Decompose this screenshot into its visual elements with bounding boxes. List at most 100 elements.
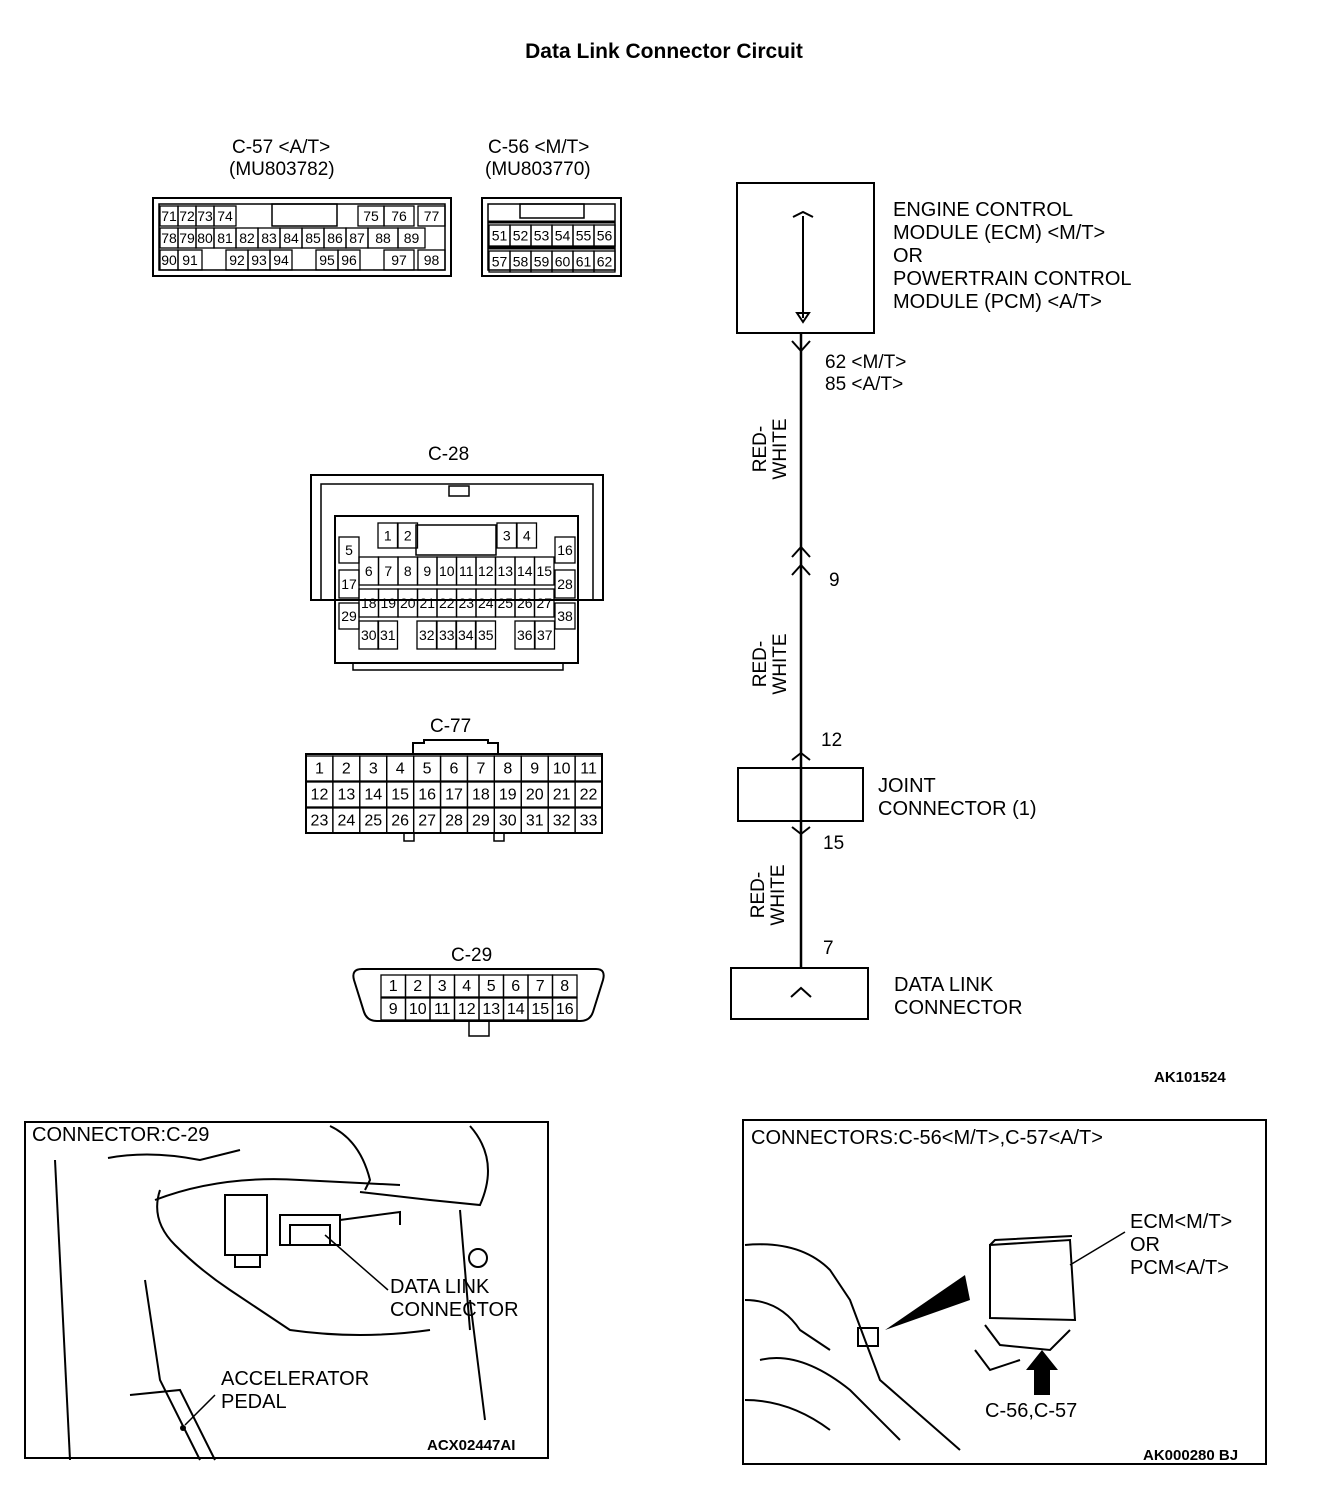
pin-cell — [533, 556, 555, 586]
pin-number: 12 — [478, 563, 494, 579]
pin-number: 22 — [580, 787, 598, 804]
pin-number: 7 — [384, 563, 392, 579]
inset-left-dlc-label: DATA LINK CONNECTOR — [390, 1276, 519, 1321]
c57-part-number: (MU803782) — [229, 159, 335, 180]
pin-number: 19 — [380, 595, 396, 611]
pin-number: 12 — [311, 787, 329, 804]
dlc-box — [730, 967, 869, 1020]
pin-number: 87 — [349, 230, 365, 246]
pin-number: 13 — [497, 563, 513, 579]
pin-number: 73 — [197, 208, 213, 224]
pin-cell — [397, 227, 426, 249]
pin-number: 82 — [239, 230, 255, 246]
pin-number: 23 — [458, 595, 474, 611]
pin-number: 7 — [536, 978, 545, 995]
pin-number: 30 — [361, 627, 377, 643]
joint-connector-box — [737, 767, 864, 822]
pin-number: 54 — [555, 228, 571, 244]
pin-number: 28 — [445, 813, 463, 830]
figure-code-left: ACX02447AI — [427, 1437, 516, 1454]
pin-cell — [593, 250, 616, 273]
pin-number: 80 — [197, 230, 213, 246]
pin-number: 34 — [458, 627, 474, 643]
pin-number: 83 — [261, 230, 277, 246]
pin-number: 32 — [419, 627, 435, 643]
pin-number: 78 — [161, 230, 177, 246]
pin-number: 88 — [375, 230, 391, 246]
c77-title: C-77 — [430, 716, 472, 737]
pin-number: 8 — [503, 761, 512, 778]
pin-15-label: 15 — [823, 833, 845, 854]
pin-number: 96 — [341, 252, 357, 268]
pin-cell — [593, 224, 616, 247]
pin-number: 23 — [311, 813, 329, 830]
pin-number: 16 — [557, 542, 573, 558]
pin-number: 4 — [462, 978, 471, 995]
pin-cell — [417, 249, 446, 271]
inset-left-caption: CONNECTOR:C-29 — [32, 1124, 210, 1146]
pin-number: 16 — [418, 787, 436, 804]
pin-number: 75 — [363, 208, 379, 224]
pin-cell — [338, 602, 360, 630]
ecm-label: ENGINE CONTROL MODULE (ECM) <M/T> OR POW… — [893, 199, 1132, 313]
pin-number: 95 — [319, 252, 335, 268]
pin-number: 31 — [526, 813, 544, 830]
pin-number: 91 — [182, 252, 198, 268]
pin-number: 9 — [530, 761, 539, 778]
pin-number: 33 — [580, 813, 598, 830]
pin-7-label: 7 — [823, 938, 834, 959]
pin-number: 76 — [391, 208, 407, 224]
pin-number: 26 — [517, 595, 533, 611]
pin-number: 22 — [439, 595, 455, 611]
pin-cell — [397, 522, 419, 549]
pin-number: 21 — [553, 787, 571, 804]
pin-number: 21 — [419, 595, 435, 611]
pin-number: 3 — [503, 528, 511, 544]
pin-number: 5 — [345, 542, 353, 558]
pin-number: 9 — [423, 563, 431, 579]
pin-cell — [338, 536, 360, 564]
pin-number: 28 — [557, 576, 573, 592]
pin-number: 16 — [556, 1001, 574, 1018]
pin-number: 51 — [492, 228, 508, 244]
pin-cell — [213, 205, 237, 227]
pin-number: 11 — [434, 1001, 451, 1018]
pin-cell — [574, 755, 603, 782]
pin-cell — [551, 974, 578, 998]
pin-number: 15 — [536, 563, 552, 579]
pin-number: 5 — [423, 761, 432, 778]
pin-number: 52 — [513, 228, 529, 244]
pin-cell — [554, 569, 576, 599]
pin-number: 84 — [283, 230, 299, 246]
joint-connector-label: JOINT CONNECTOR (1) — [878, 775, 1037, 820]
pin-number: 98 — [424, 252, 440, 268]
pin-number: 85 — [305, 230, 321, 246]
pin-cell — [574, 781, 603, 808]
pin-number: 2 — [404, 528, 412, 544]
pin-number: 7 — [476, 761, 485, 778]
pin-cell — [516, 522, 538, 549]
dlc-label: DATA LINK CONNECTOR — [894, 974, 1023, 1019]
pin-number: 5 — [487, 978, 496, 995]
pin-number: 31 — [380, 627, 396, 643]
pin-cell — [475, 620, 497, 650]
pin-number: 26 — [391, 813, 409, 830]
figure-code-right: AK000280 BJ — [1143, 1447, 1239, 1464]
page-title: Data Link Connector Circuit — [525, 40, 803, 63]
pin-number: 15 — [391, 787, 409, 804]
ecm-pin-labels: 62 <M/T> 85 <A/T> — [825, 352, 907, 395]
pin-number: 4 — [396, 761, 405, 778]
pin-number: 72 — [179, 208, 195, 224]
pin-number: 13 — [482, 1001, 500, 1018]
c56-part-number: (MU803770) — [485, 159, 591, 180]
pin-number: 1 — [389, 978, 398, 995]
pin-number: 11 — [580, 761, 597, 778]
pin-number: 4 — [523, 528, 531, 544]
pin-number: 24 — [337, 813, 355, 830]
pin-cell — [338, 569, 360, 599]
pin-number: 89 — [404, 230, 420, 246]
ecm-box — [736, 182, 875, 334]
pin-number: 74 — [217, 208, 233, 224]
